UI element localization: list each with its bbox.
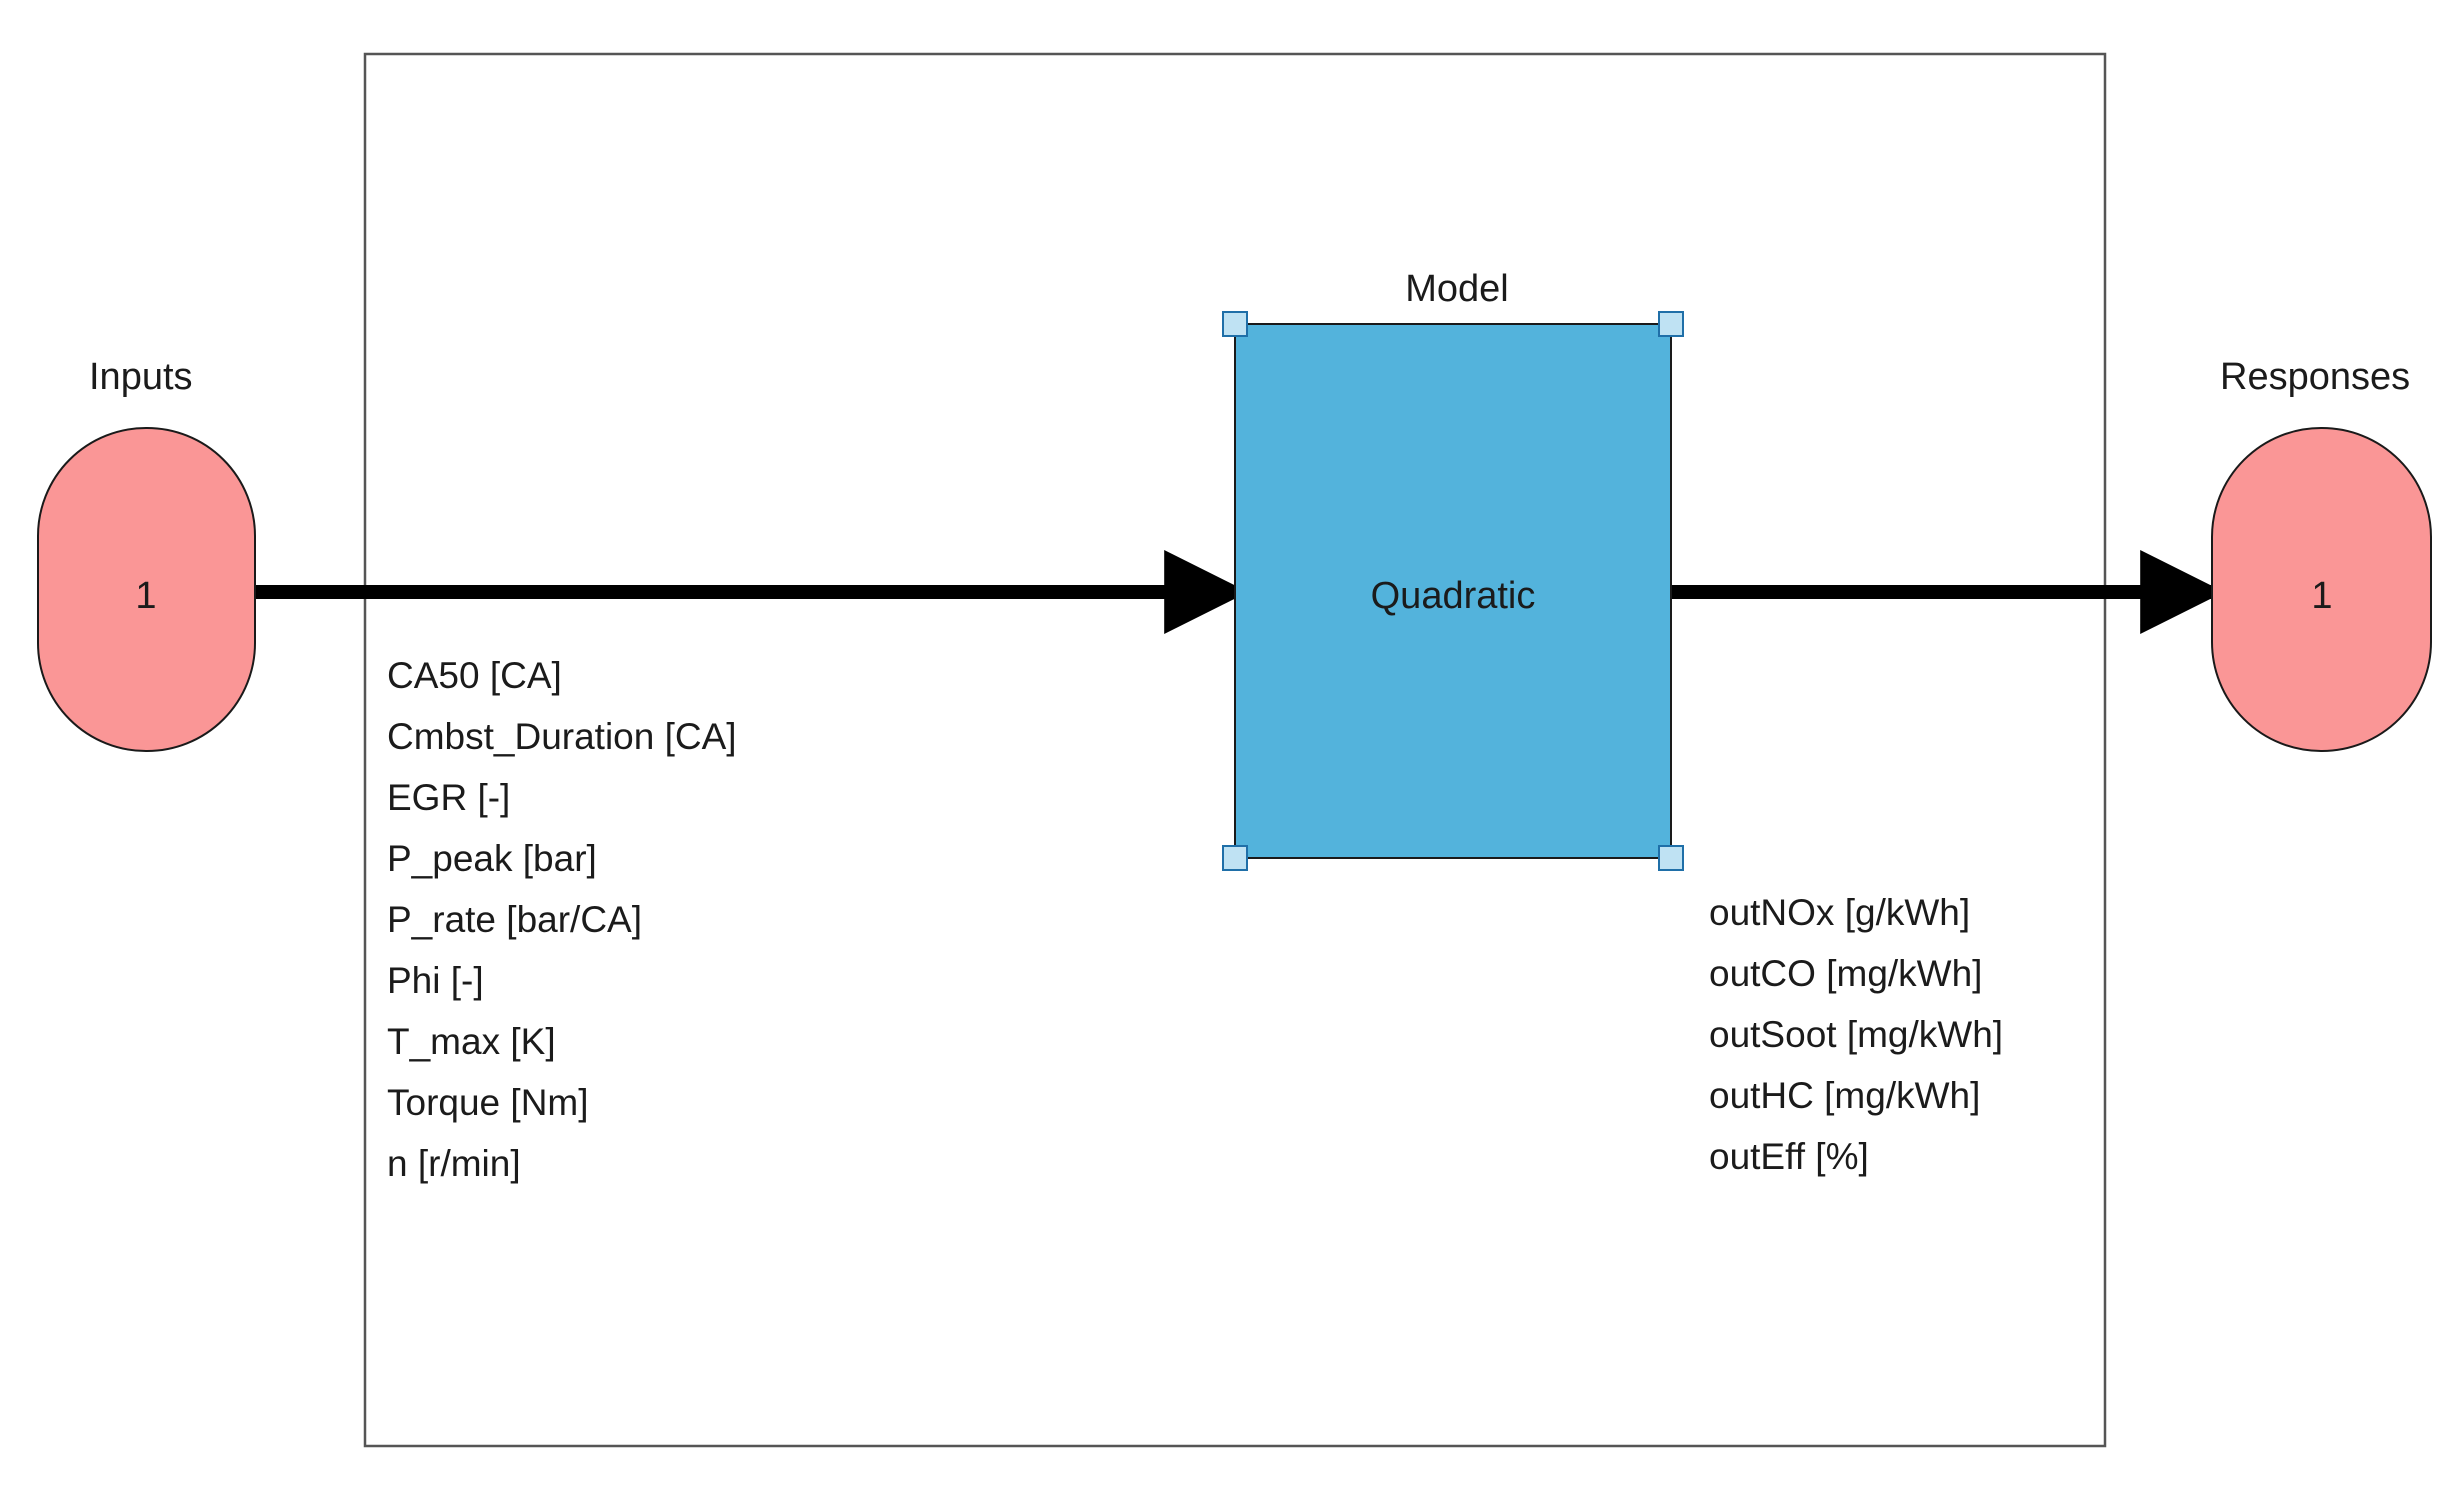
selection-handle-bottom-left[interactable] (1222, 845, 1248, 871)
response-variables-list: outNOx [g/kWh] outCO [mg/kWh] outSoot [m… (1709, 882, 2003, 1187)
input-variable-n: n [r/min] (387, 1143, 521, 1184)
input-variables-list: CA50 [CA] Cmbst_Duration [CA] EGR [-] P_… (387, 645, 737, 1194)
system-boundary-frame (363, 52, 2107, 1448)
model-block-name: Quadratic (1370, 575, 1536, 617)
responses-port-title: Responses (2220, 356, 2411, 398)
inputs-port-number: 1 (135, 575, 157, 617)
response-variable-outsoot: outSoot [mg/kWh] (1709, 1014, 2004, 1055)
input-variable-egr: EGR [-] (387, 777, 511, 818)
response-variable-outhc: outHC [mg/kWh] (1709, 1075, 1981, 1116)
model-block[interactable] (1234, 323, 1672, 859)
input-variable-torque: Torque [Nm] (387, 1082, 589, 1123)
input-variable-t-max: T_max [K] (387, 1021, 556, 1062)
input-variable-phi: Phi [-] (387, 960, 484, 1001)
inputs-port-title: Inputs (89, 356, 193, 398)
selection-handle-top-left[interactable] (1222, 311, 1248, 337)
response-variable-outeff: outEff [%] (1709, 1136, 1869, 1177)
responses-port-number: 1 (2311, 575, 2333, 617)
input-variable-p-peak: P_peak [bar] (387, 838, 597, 879)
inputs-port-node[interactable] (37, 427, 256, 752)
input-variable-cmbst-duration: Cmbst_Duration [CA] (387, 716, 737, 757)
response-variable-outnox: outNOx [g/kWh] (1709, 892, 1971, 933)
responses-port-node[interactable] (2211, 427, 2432, 752)
response-variable-outco: outCO [mg/kWh] (1709, 953, 1983, 994)
selection-handle-bottom-right[interactable] (1658, 845, 1684, 871)
input-variable-ca50: CA50 [CA] (387, 655, 562, 696)
input-variable-p-rate: P_rate [bar/CA] (387, 899, 643, 940)
model-block-title: Model (1405, 268, 1509, 310)
selection-handle-top-right[interactable] (1658, 311, 1684, 337)
